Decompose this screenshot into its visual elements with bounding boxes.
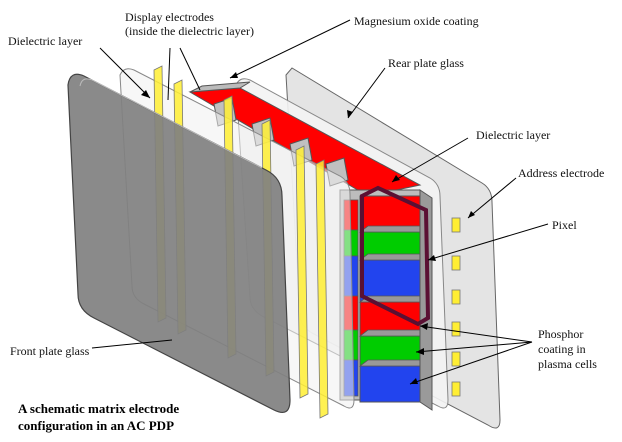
label-phosphor-3: plasma cells [538,357,597,371]
leader-lines [91,19,549,385]
label-display-electrodes-note: (inside the dielectric layer) [125,24,254,38]
label-phosphor-1: Phosphor [538,327,584,341]
caption-line-2: configuration in an AC PDP [18,418,175,433]
label-phosphor-2: coating in [538,342,586,356]
address-electrodes [451,217,461,397]
label-magnesium-oxide: Magnesium oxide coating [354,14,479,28]
label-front-plate-glass: Front plate glass [10,344,90,358]
front-plate-glass [67,73,291,413]
label-pixel: Pixel [552,218,577,232]
label-dielectric-layer-front: Dielectric layer [8,34,83,48]
label-display-electrodes: Display electrodes [125,10,214,24]
label-address-electrode: Address electrode [518,166,605,180]
pixel-outline [360,185,431,327]
label-dielectric-layer-rear: Dielectric layer [476,128,551,142]
arrowheads [141,72,475,384]
caption-line-1: A schematic matrix electrode [18,401,180,416]
label-rear-plate-glass: Rear plate glass [388,56,464,70]
